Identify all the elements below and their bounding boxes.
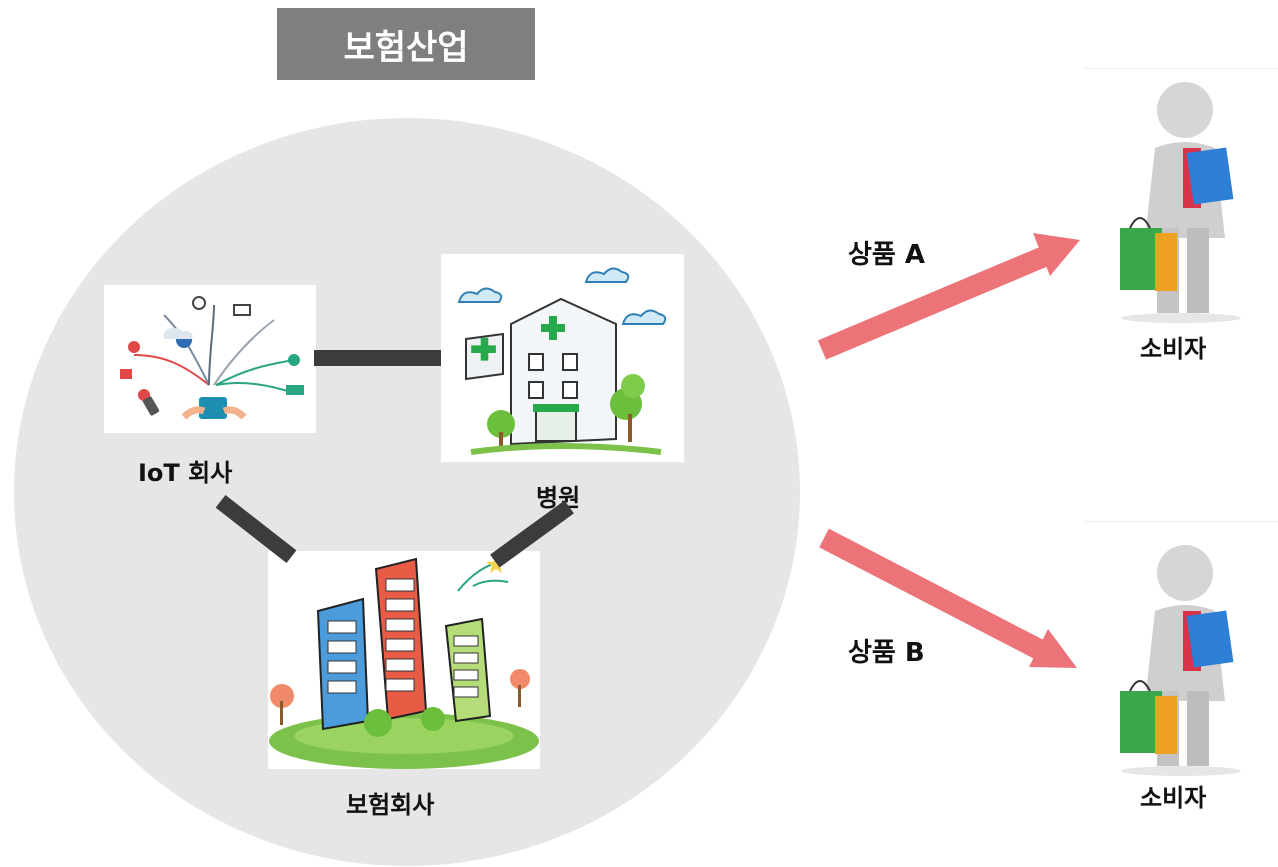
office-buildings-icon: [268, 551, 540, 769]
insurance-company-image: [268, 551, 540, 769]
consumer-label-bottom: 소비자: [1140, 784, 1207, 812]
insurance-company-label: 보험회사: [346, 791, 435, 819]
hospital-image: [441, 254, 684, 462]
iot-company-image: [104, 285, 316, 433]
consumer-image-bottom: [1085, 521, 1278, 778]
industry-title: 보험산업: [277, 8, 535, 80]
consumer-label-top: 소비자: [1140, 335, 1207, 363]
arrow-product-a: [817, 233, 1080, 360]
consumer-image-top: [1085, 68, 1278, 325]
iot-network-icon: [104, 285, 316, 433]
iot-company-label: IoT 회사: [138, 459, 233, 487]
shopper-figure-icon: [1085, 68, 1278, 325]
connector-iot-hospital: [314, 350, 441, 366]
hospital-building-icon: [441, 254, 684, 462]
product-a-label: 상품 A: [848, 240, 926, 270]
shopper-figure-icon: [1085, 521, 1278, 778]
product-b-label: 상품 B: [848, 638, 925, 668]
arrow-product-b: [819, 528, 1077, 668]
